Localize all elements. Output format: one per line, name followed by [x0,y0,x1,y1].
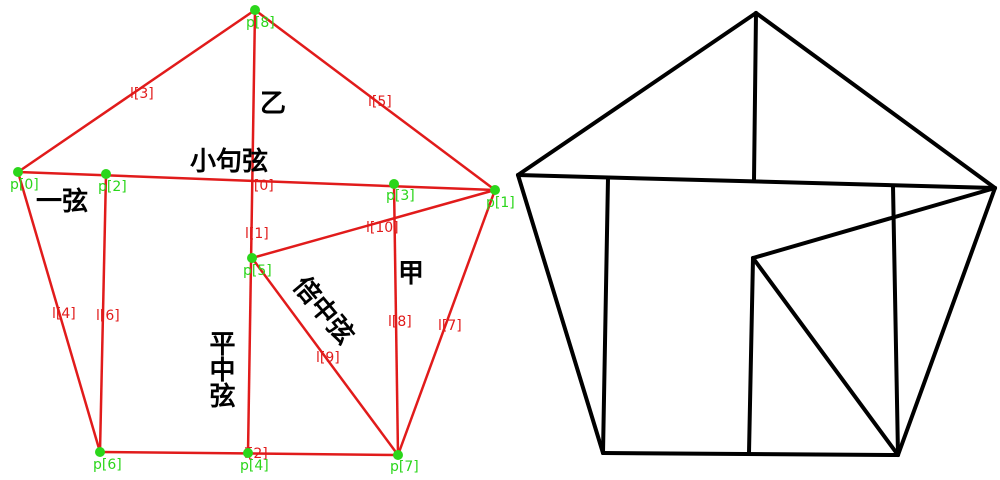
right-diagonal-to-right [751,186,997,260]
point-p2 [101,169,111,179]
right-panel [516,11,997,457]
point-p5 [247,253,257,263]
point-label-p7: p[7] [390,459,419,475]
point-labels: p[0] p[1] p[2] p[3] p[4] p[5] p[6] p[7] … [10,15,515,475]
segment-p1-p7 [396,189,497,456]
point-label-p8: p[8] [246,15,275,31]
line-label-10: l[10] [366,220,399,236]
point-label-p2: p[2] [98,179,127,195]
point-p6 [95,447,105,457]
line-label-8: l[8] [388,314,412,330]
right-vertical-center-bottom [747,256,755,455]
point-p7 [393,450,403,460]
text-mark-jia: 甲 [398,259,424,289]
point-label-p3: p[3] [386,188,415,204]
point-p1 [490,185,500,195]
line-label-3: l[3] [130,86,154,102]
right-diagonal-to-bottom [751,256,900,457]
right-edge-horizontal [516,173,997,190]
right-vertical-left [601,176,610,455]
segment-p0-p8 [17,8,256,174]
point-p8 [250,5,260,15]
segment-p5-p7 [250,257,400,456]
text-mark-xiao-ju-xian: 小句弦 [190,147,268,177]
point-label-p1: p[1] [486,195,515,211]
segment-p0-p6 [16,171,102,453]
line-label-0: l[0] [250,178,274,194]
point-label-p0: p[0] [10,177,39,193]
right-edge-top-right [754,11,997,190]
right-edge-left-top [516,11,758,177]
point-p3 [389,179,399,189]
text-mark-ping-zhong-xian: 平中弦 [205,330,235,408]
line-label-7: l[7] [438,318,462,334]
point-label-p5: p[5] [243,263,272,279]
line-label-9: l[9] [316,350,340,366]
text-mark-bei-zhong-xian: 倍中弦 [287,271,361,351]
right-vertical-center-top [752,11,758,182]
point-p0 [13,167,23,177]
text-mark-yi: 乙 [260,89,286,119]
right-edge-right [896,186,997,457]
point-label-p6: p[6] [93,457,122,473]
point-label-p4: p[4] [240,458,269,474]
text-marks: 乙 甲 平中弦 倍中弦 小句弦 一弦 [36,89,424,408]
line-label-5: l[5] [368,94,392,110]
line-label-4: l[4] [52,306,76,322]
right-vertical-right [891,184,900,457]
line-label-1: l[1] [245,226,269,242]
line-labels: l[0] l[1] l[2] l[3] l[4] l[5] l[6] l[7] … [52,86,462,462]
segment-p8-p1 [254,9,496,191]
segment-p5-p1 [251,188,496,260]
right-edge-left [516,173,605,455]
segment-p2-p6 [98,173,108,453]
segment-p3-p7 [392,183,400,456]
segment-p8-p4 [246,9,257,454]
text-mark-yi-xian: 一弦 [36,187,88,217]
line-label-6: l[6] [96,308,120,324]
points [13,5,500,460]
left-panel: 乙 甲 平中弦 倍中弦 小句弦 一弦 l[0] l[1] l[2] l[3] l… [10,5,515,475]
point-p4 [243,448,253,458]
segment-p0-p1 [17,170,496,192]
